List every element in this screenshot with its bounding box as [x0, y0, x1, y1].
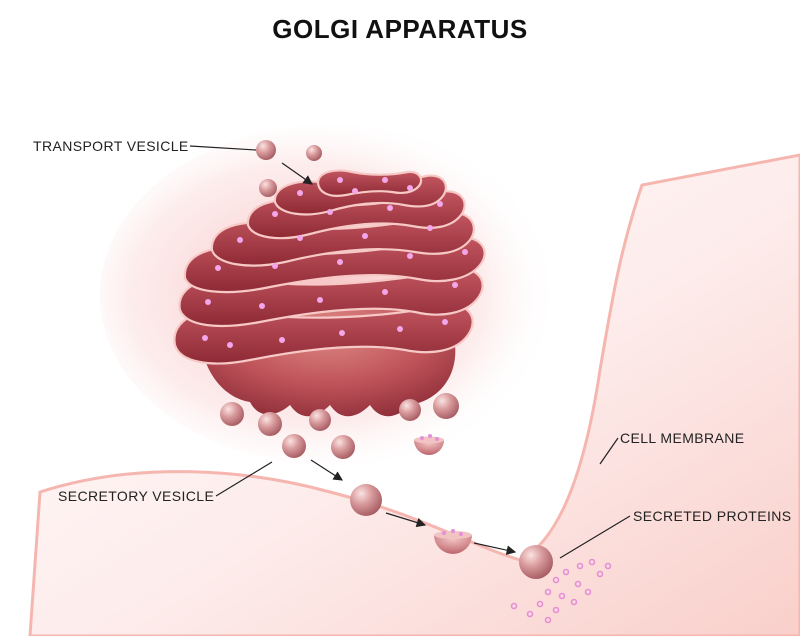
golgi-bud [220, 402, 244, 426]
secretory-vesicle [350, 484, 382, 516]
diagram-title: GOLGI APPARATUS [272, 14, 528, 44]
cargo-vesicle [414, 440, 444, 455]
transport-vesicles [256, 140, 322, 197]
golgi-bud [309, 409, 331, 431]
transport-vesicle [256, 140, 276, 160]
label-cell-membrane: CELL MEMBRANE [620, 430, 745, 446]
secretory-vesicles [282, 393, 553, 579]
secretory-vesicle [433, 393, 459, 419]
label-secretory-vesicle: SECRETORY VESICLE [58, 488, 215, 504]
golgi-cisternae [173, 169, 486, 365]
transport-vesicle [306, 145, 322, 161]
golgi-bud [258, 412, 282, 436]
fusing-vesicle [519, 545, 553, 579]
label-secreted-proteins: SECRETED PROTEINS [633, 508, 792, 524]
secretory-vesicle [331, 435, 355, 459]
transport-vesicle [259, 179, 277, 197]
leader-lines [189, 145, 631, 559]
secreted-protein-particles [510, 558, 612, 624]
pathway-arrows [281, 162, 517, 555]
golgi-particles [202, 177, 468, 348]
golgi-bud [399, 399, 421, 421]
label-transport-vesicle: TRANSPORT VESICLE [33, 138, 189, 154]
golgi-apparatus [173, 169, 486, 436]
secretory-vesicle [282, 434, 306, 458]
cargo-vesicle [434, 535, 472, 554]
